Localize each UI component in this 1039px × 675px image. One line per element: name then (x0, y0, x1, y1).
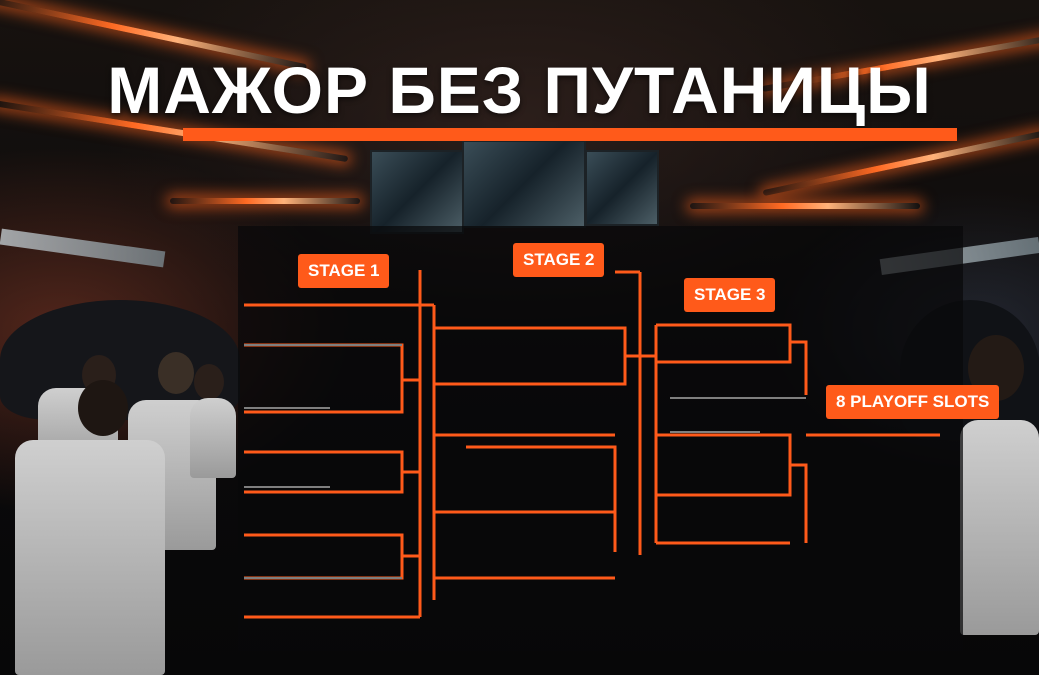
player-head (158, 352, 194, 394)
bracket-panel (238, 226, 963, 651)
stage3-grey-lines (670, 397, 806, 433)
stage3-bracket-lines (654, 323, 940, 545)
player-shirt (960, 420, 1039, 635)
stage2-bracket-lines (434, 270, 656, 580)
playoff-slots-label: 8 PLAYOFF SLOTS (826, 385, 1000, 419)
stage1-bracket-lines (244, 270, 436, 619)
player-head (78, 380, 128, 436)
light-beam (170, 198, 360, 204)
stage1-grey-lines (244, 344, 402, 579)
player-head (194, 364, 224, 400)
title-underline (183, 128, 957, 141)
light-beam (690, 203, 920, 209)
stage2-label: STAGE 2 (513, 243, 605, 277)
player-shirt (190, 398, 236, 478)
player-shirt (15, 440, 165, 675)
page-title: МАЖОР БЕЗ ПУТАНИЦЫ (107, 53, 932, 127)
stage3-label: STAGE 3 (684, 278, 776, 312)
stage1-label: STAGE 1 (298, 254, 390, 288)
arena-screen (585, 150, 659, 226)
